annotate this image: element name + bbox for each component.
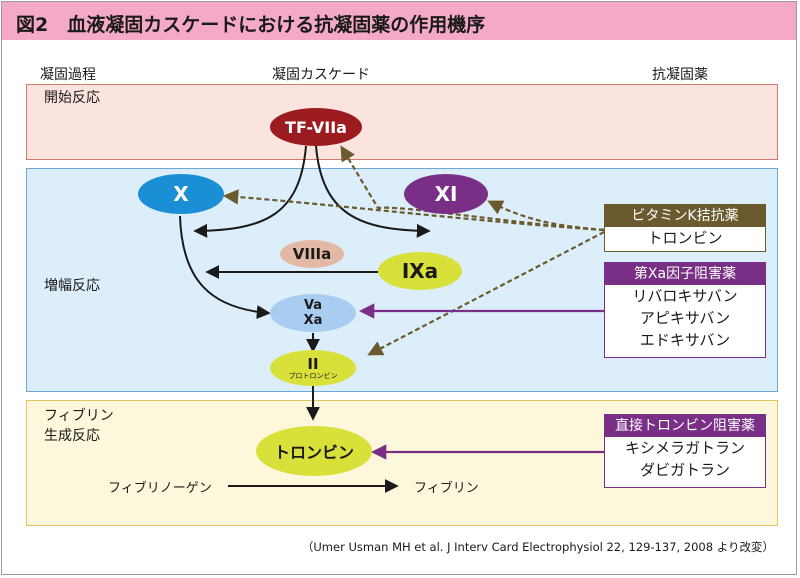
node-xi: XI [404,174,488,214]
phase-label-initiation: 開始反応 [44,90,100,106]
title-bar: 図2 血液凝固カスケードにおける抗凝固薬の作用機序 [2,2,796,40]
arrow-tf-to-xi [315,145,431,238]
figure-title: 図2 血液凝固カスケードにおける抗凝固薬の作用機序 [16,14,486,36]
column-header-drugs: 抗凝固薬 [652,67,708,83]
node-thrombin: トロンビン [256,426,372,476]
drug-box-thrombin-inhibitor: 直接トロンビン阻害薬 キシメラガトラン ダビガトラン [604,414,766,488]
node-ii-label: II [307,354,319,373]
node-viiia: VIIIa [280,240,344,268]
phase-label-amplification: 増幅反応 [44,278,100,294]
column-header-process: 凝固過程 [40,67,96,83]
drug-item-xa-0: リバロキサバン [632,287,738,305]
vka-arrow-to-tf [340,145,605,232]
node-va-label: Va [303,298,323,313]
drug-box-vka: ビタミンK拮抗薬 トロンビン [604,204,766,252]
node-viiia-label: VIIIa [292,245,332,263]
drug-header-thrombin-inhibitor: 直接トロンビン阻害薬 [605,415,765,437]
arrow-x-to-xa [179,215,271,320]
drug-item-dti-1: ダビガトラン [639,461,730,479]
drug-item-vka-0: トロンビン [647,229,723,247]
node-tf-viia-label: TF-VIIa [285,117,347,137]
drug-item-dti-0: キシメラガトラン [624,439,745,457]
node-thrombin-label: トロンビン [273,443,354,462]
node-ii: II プロトロンビン [270,350,356,386]
arrow-tf-to-x [193,145,307,238]
drug-box-xa-inhibitor: 第Xa因子阻害薬 リバロキサバン アピキサバン エドキサバン [604,262,766,358]
drug-header-xa-inhibitor: 第Xa因子阻害薬 [605,263,765,285]
phase-label-fibrin-2: 生成反応 [44,428,100,444]
node-x: X [138,174,224,214]
drug-header-vka: ビタミンK拮抗薬 [605,205,765,227]
node-prothrombin-label: プロトロンビン [288,371,338,380]
column-header-cascade: 凝固カスケード [272,67,370,83]
drug-item-xa-2: エドキサバン [639,331,731,349]
node-tf-viia: TF-VIIa [270,108,362,146]
node-x-label: X [173,182,189,206]
drug-item-xa-1: アピキサバン [639,309,731,327]
vka-arrow-to-ii [367,231,605,356]
node-va-xa: Va Xa [270,294,356,332]
initiation-panel [26,84,778,160]
citation: （Umer Usman MH et al. J Interv Card Elec… [301,540,774,554]
phase-label-fibrin-1: フィブリン [44,408,114,424]
node-xa-label: Xa [303,313,323,328]
vka-arrow-to-xi [487,200,605,232]
node-xi-label: XI [434,182,458,206]
fibrin-label: フィブリン [414,481,479,496]
node-ixa: IXa [378,252,462,290]
fibrinogen-label: フィブリノーゲン [108,481,212,496]
node-ixa-label: IXa [401,259,439,283]
